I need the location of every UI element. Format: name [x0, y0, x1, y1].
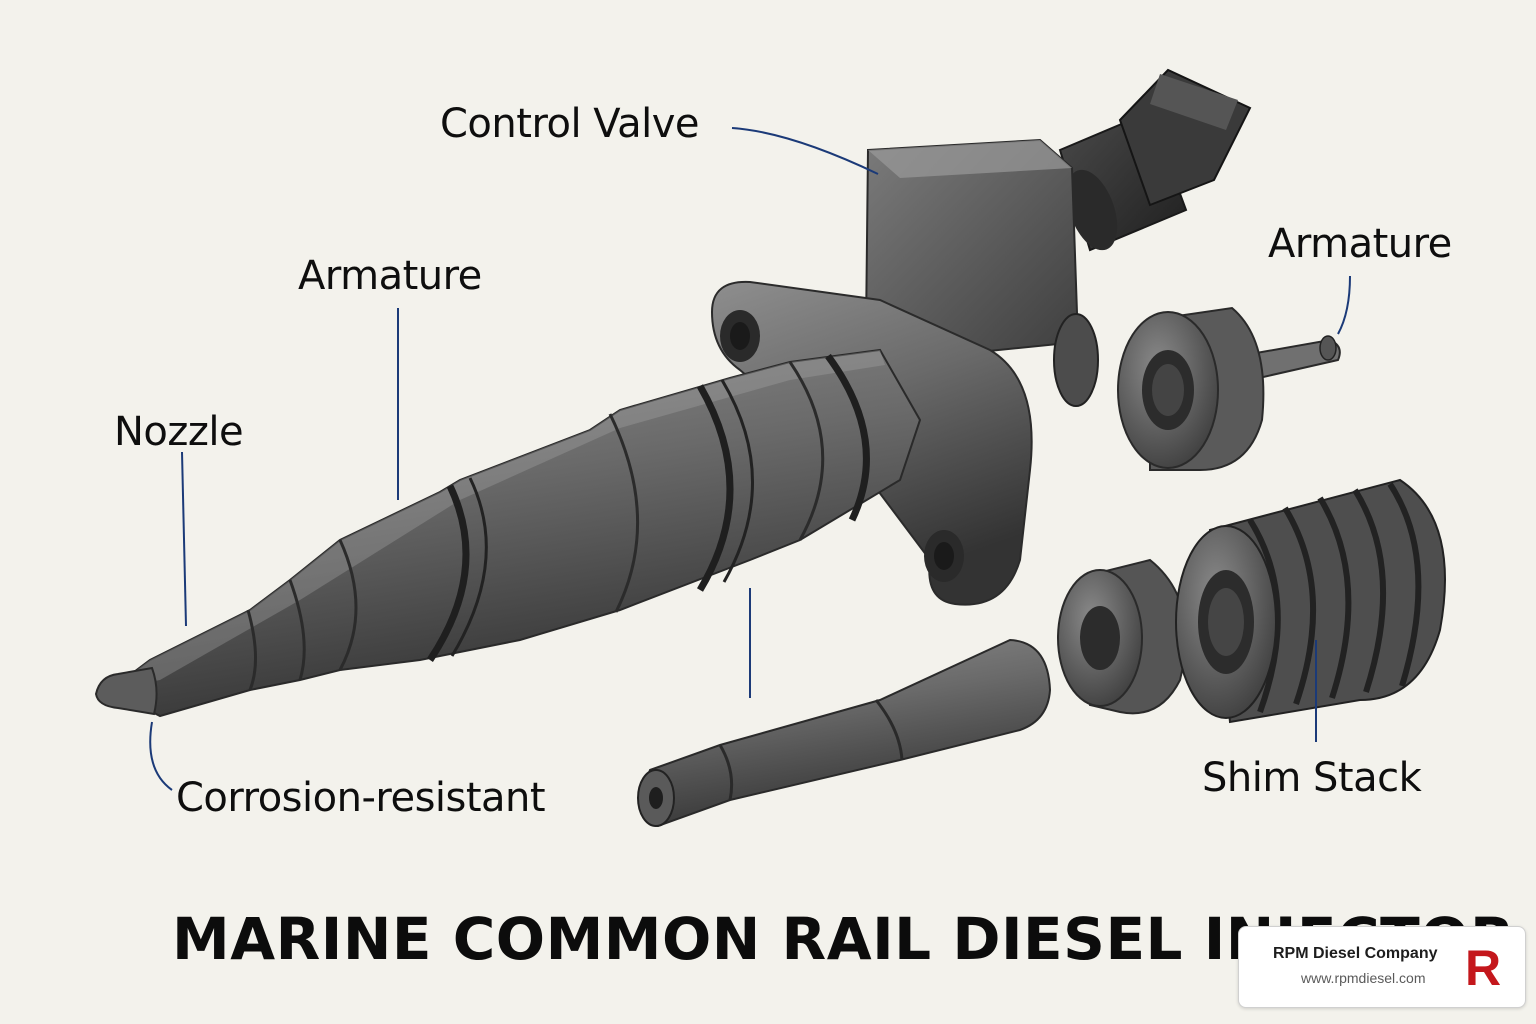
leader-armature-right: [1337, 275, 1351, 335]
label-armature-right: Armature: [1268, 221, 1452, 267]
label-armature-left: Armature: [298, 253, 482, 299]
electrical-connector: [1058, 68, 1252, 252]
leader-lines: [149, 127, 1351, 791]
shim-stack-part: [1175, 478, 1446, 724]
leader-control-valve: [731, 127, 879, 175]
injector-body: [94, 68, 1252, 718]
brand-card: RPM Diesel Company www.rpmdiesel.com R: [1238, 926, 1526, 1008]
push-rod-part: [637, 638, 1052, 828]
rpm-logo-icon: R: [1463, 941, 1503, 993]
label-shim-stack: Shim Stack: [1202, 755, 1422, 801]
leader-corrosion: [149, 721, 173, 791]
armature-part: [1117, 306, 1341, 471]
brand-name: RPM Diesel Company: [1273, 945, 1438, 962]
label-corrosion-resistant: Corrosion-resistant: [176, 775, 546, 821]
logo-letter: R: [1465, 941, 1501, 993]
brand-url: www.rpmdiesel.com: [1301, 970, 1426, 986]
label-control-valve: Control Valve: [440, 101, 699, 147]
label-nozzle: Nozzle: [114, 409, 244, 455]
injector-barrel: [94, 348, 922, 718]
nozzle-spacer-ring: [1057, 558, 1187, 715]
leader-nozzle: [181, 451, 187, 627]
